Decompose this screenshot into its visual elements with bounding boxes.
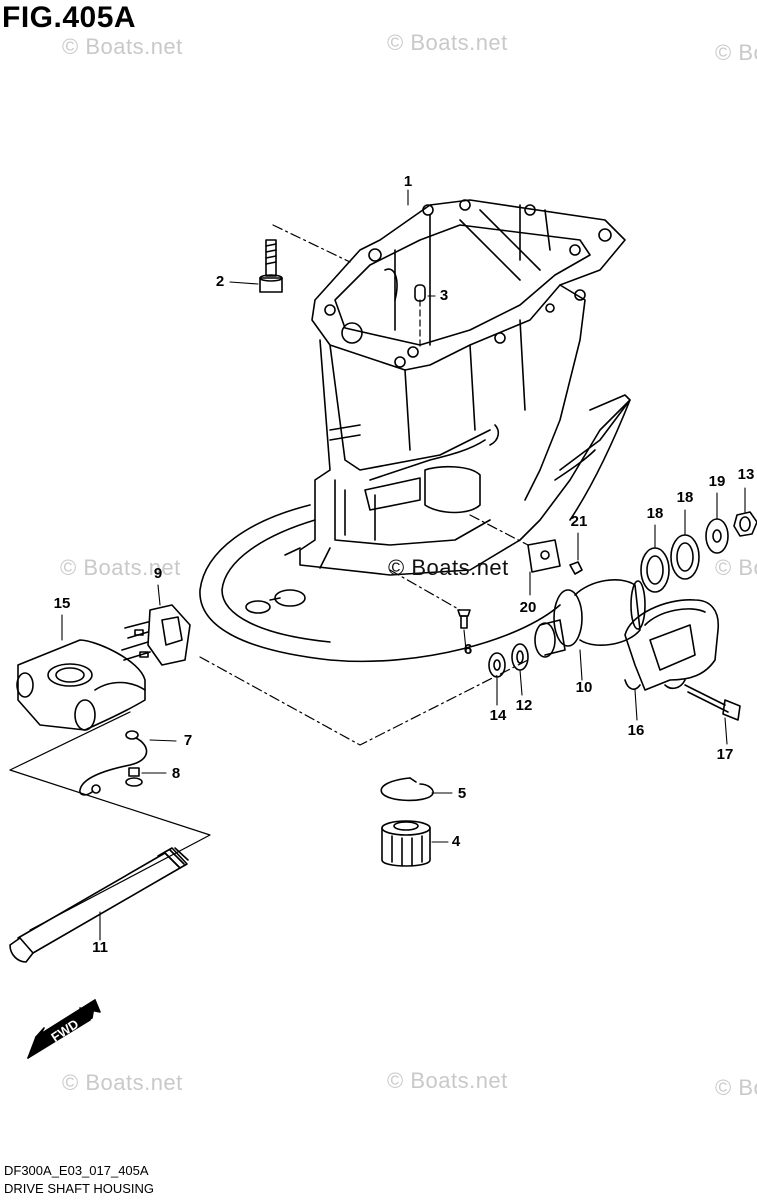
- ring-part-18b: [670, 534, 700, 580]
- stud-bolt-part-11: [9, 847, 189, 963]
- bolt-part-2: [259, 239, 283, 293]
- clamp-part-15: [16, 639, 146, 731]
- callout-7: 7: [183, 732, 193, 749]
- watermark: © Boats.net: [387, 1068, 508, 1093]
- callout-13: 13: [737, 466, 755, 483]
- callout-19: 19: [708, 473, 726, 490]
- callout-4: 4: [451, 833, 461, 850]
- circlip-part-5: [380, 777, 434, 802]
- reference-lines: [9, 224, 529, 931]
- watermark: © Boats.net: [60, 555, 181, 580]
- watermark: © Boats.net: [715, 555, 757, 580]
- callout-3: 3: [439, 287, 449, 304]
- ground-wire-part-7: [79, 730, 148, 796]
- ring-part-18a: [640, 547, 670, 593]
- callout-12: 12: [515, 697, 533, 714]
- mount-rubber-part-4: [381, 820, 431, 867]
- callout-14: 14: [489, 707, 507, 724]
- cover-part-16: [624, 599, 720, 691]
- watermark: © Boats.net: [62, 34, 183, 59]
- connector-part-9: [121, 604, 191, 666]
- callout-15: 15: [53, 595, 71, 612]
- callout-17: 17: [716, 746, 734, 763]
- figure-title: FIG.405A: [2, 1, 137, 34]
- figure-caption: DRIVE SHAFT HOUSING: [4, 1181, 155, 1196]
- bolt-part-17: [684, 684, 741, 721]
- callout-8: 8: [171, 765, 181, 782]
- callout-5: 5: [457, 785, 467, 802]
- dowel-pin-part-3: [414, 284, 426, 302]
- bolt-part-8: [125, 767, 143, 787]
- callout-1: 1: [403, 173, 413, 190]
- bushing-part-10: [534, 579, 646, 658]
- callout-2: 2: [215, 273, 225, 290]
- callout-9: 9: [153, 565, 163, 582]
- callout-16: 16: [627, 722, 645, 739]
- nut-part-13: [733, 511, 757, 537]
- callout-leader-lines: [61, 189, 746, 941]
- fwd-arrow-icon: [27, 999, 101, 1059]
- watermark: © Boats.net: [62, 1070, 183, 1095]
- callout-6: 6: [463, 641, 473, 658]
- callout-18: 18: [676, 489, 694, 506]
- block-part-20: [527, 539, 561, 573]
- washer-part-19: [705, 518, 729, 554]
- callout-21: 21: [570, 513, 588, 530]
- watermark-center: © Boats.net: [388, 555, 509, 580]
- washer-part-12: [511, 643, 529, 671]
- callout-20: 20: [519, 599, 537, 616]
- figure-code: DF300A_E03_017_405A: [4, 1163, 149, 1178]
- callout-18: 18: [646, 505, 664, 522]
- watermark: © Boats.net: [715, 1075, 757, 1100]
- watermark: © Boats.net: [715, 40, 757, 65]
- callout-10: 10: [575, 679, 593, 696]
- screw-part-6: [457, 609, 471, 629]
- washer-part-14: [488, 652, 506, 678]
- drive-shaft-housing-part: [199, 199, 631, 663]
- watermark: © Boats.net: [387, 30, 508, 55]
- screw-part-21: [569, 561, 583, 575]
- callout-11: 11: [92, 939, 108, 956]
